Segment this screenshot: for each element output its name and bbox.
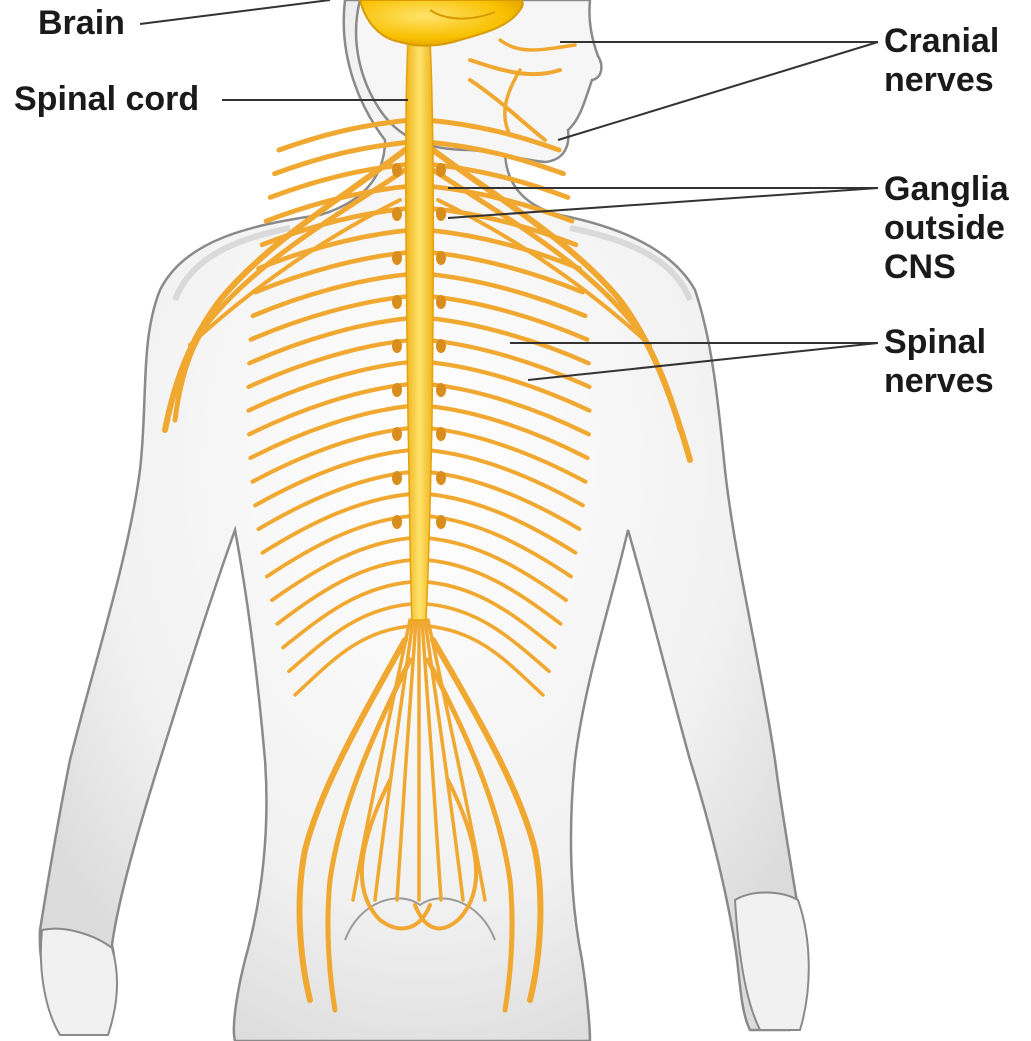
spinal-cord (406, 40, 434, 620)
ganglion-r-478 (436, 471, 446, 485)
ganglion-r-302 (436, 295, 446, 309)
brain-leader (140, 0, 330, 24)
label-spinal-cord-text: Spinal cord (14, 80, 199, 119)
ganglion-r-390 (436, 383, 446, 397)
ganglion-l-302 (392, 295, 402, 309)
label-brain-text: Brain (38, 4, 125, 43)
ganglion-l-478 (392, 471, 402, 485)
cranial-leader-bottom (558, 42, 878, 140)
ganglion-r-522 (436, 515, 446, 529)
label-ganglia: Ganglia outside CNS (884, 170, 1009, 287)
ganglion-l-390 (392, 383, 402, 397)
label-cranial-nerves: Cranial nerves (884, 22, 999, 100)
label-spinal-nerves-line-1: Spinal (884, 323, 994, 362)
ganglion-l-434 (392, 427, 402, 441)
ganglion-r-434 (436, 427, 446, 441)
label-ganglia-line-2: outside (884, 209, 1009, 248)
left-hand (41, 929, 117, 1035)
label-brain: Brain (38, 4, 125, 43)
ganglion-l-214 (392, 207, 402, 221)
label-spinal-nerves: Spinal nerves (884, 323, 994, 401)
ganglion-r-346 (436, 339, 446, 353)
ganglion-l-258 (392, 251, 402, 265)
label-spinal-nerves-line-2: nerves (884, 362, 994, 401)
ganglion-r-214 (436, 207, 446, 221)
label-spinal-cord: Spinal cord (14, 80, 199, 119)
ganglion-l-170 (392, 163, 402, 177)
ganglion-l-346 (392, 339, 402, 353)
ganglion-r-258 (436, 251, 446, 265)
label-ganglia-line-3: CNS (884, 248, 1009, 287)
label-ganglia-line-1: Ganglia (884, 170, 1009, 209)
label-cranial-line-1: Cranial (884, 22, 999, 61)
ganglion-r-170 (436, 163, 446, 177)
label-cranial-line-2: nerves (884, 61, 999, 100)
ganglion-l-522 (392, 515, 402, 529)
